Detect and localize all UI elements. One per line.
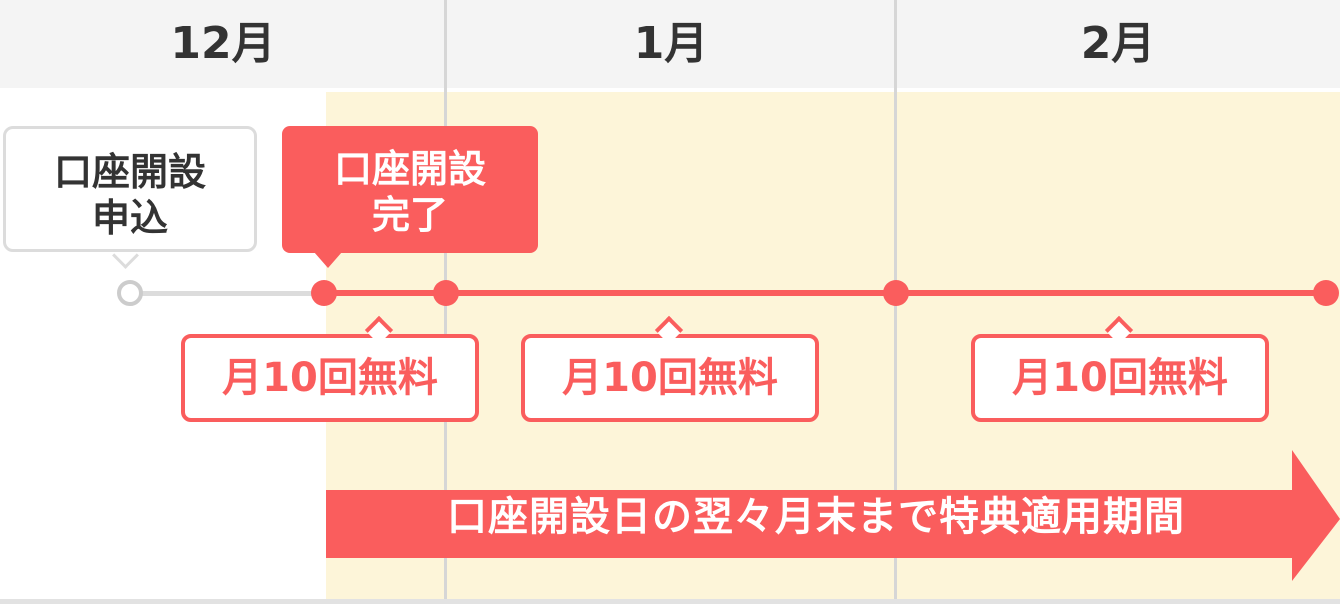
completion-label-line1: 口座開設 [333, 147, 486, 191]
timeline-point-end [1313, 280, 1339, 306]
application-label-line2: 申込 [91, 196, 168, 240]
free-trades-callout-february: 月10回無料 [971, 334, 1269, 422]
free-trades-label: 月10回無料 [222, 355, 438, 401]
free-trades-label: 月10回無料 [562, 355, 778, 401]
completion-callout-pointer [314, 252, 342, 268]
benefit-period-arrow-shape [326, 450, 1340, 581]
completion-label-line2: 完了 [371, 193, 448, 237]
month-label-december: 12月 [170, 18, 276, 69]
timeline-point-january [433, 280, 459, 306]
timeline-point-completion [311, 280, 337, 306]
free-trades-label: 月10回無料 [1012, 355, 1228, 401]
month-header: 12月 1月 2月 [0, 0, 1340, 88]
timeline-point-february [883, 280, 909, 306]
application-callout: 口座開設 申込 [3, 126, 257, 252]
timeline-point-application [117, 280, 143, 306]
free-trades-callout-december: 月10回無料 [181, 334, 479, 422]
completion-callout: 口座開設 完了 [282, 126, 538, 253]
month-label-february: 2月 [1080, 18, 1156, 69]
benefit-period-label: 口座開設日の翌々月末まで特典適用期間 [447, 494, 1185, 540]
timeline-pending-segment [130, 291, 326, 296]
application-label-line1: 口座開設 [53, 150, 206, 194]
free-trades-callout-january: 月10回無料 [521, 334, 819, 422]
month-label-january: 1月 [633, 18, 709, 69]
bottom-border [0, 599, 1340, 604]
timeline-active-segment [324, 290, 1328, 296]
